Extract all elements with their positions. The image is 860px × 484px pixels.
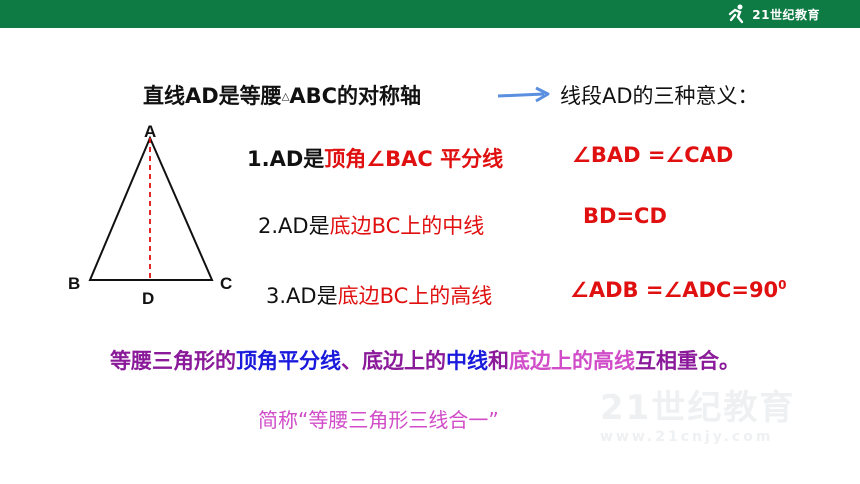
conclusion-s6: 底边上的高线 [509, 349, 635, 373]
title-part2: ABC的对称轴 [289, 84, 422, 108]
title-statement: 直线AD是等腰△ABC的对称轴 [143, 80, 421, 110]
triangle-figure: A B C D [68, 122, 232, 308]
meaning-item-3: 3.AD是底边BC上的高线 [266, 280, 492, 310]
item-3-prefix: 3.AD是 [266, 284, 338, 308]
title-part1: 直线AD是等腰 [143, 84, 282, 108]
runner-icon [729, 4, 744, 24]
item-3-result-text: ∠ADB =∠ADC=90 [570, 278, 779, 302]
item-3-result-degree: 0 [778, 278, 787, 292]
item-1-prefix: 1.AD是 [247, 147, 325, 171]
watermark-brand: 21世纪教育 [600, 388, 796, 428]
triangle-abc [88, 135, 214, 281]
arrow-icon [497, 86, 550, 103]
vertex-label-b: B [68, 274, 80, 293]
item-1-result: ∠BAD =∠CAD [572, 143, 734, 167]
item-1-highlight: 顶角∠BAC 平分线 [324, 147, 504, 171]
vertex-label-c: C [220, 274, 232, 293]
conclusion-s7: 互相重合。 [635, 349, 740, 373]
item-2-highlight: 底边BC上的中线 [329, 214, 485, 238]
header-bar: 21世纪教育 [0, 0, 860, 28]
watermark-url: www.21cnjy.com [600, 429, 774, 445]
conclusion-s4: 中线 [446, 349, 488, 373]
item-3-highlight: 底边BC上的高线 [337, 284, 493, 308]
conclusion-s2: 顶角平分线 [236, 349, 341, 373]
item-2-result: BD=CD [583, 204, 667, 228]
vertex-label-a: A [144, 122, 156, 141]
triangle-symbol: △ [281, 91, 290, 103]
point-label-d: D [142, 289, 154, 308]
item-3-result: ∠ADB =∠ADC=900 [570, 278, 787, 302]
logo-text: 21世纪教育 [752, 7, 820, 22]
summary-text: 简称“等腰三角形三线合一” [258, 408, 499, 432]
conclusion-s3: 、底边上的 [341, 349, 446, 373]
conclusion-s5: 和 [488, 349, 509, 373]
logo: 21世纪教育 [726, 2, 820, 26]
meaning-item-1: 1.AD是顶角∠BAC 平分线 [247, 143, 503, 173]
meaning-item-2: 2.AD是底边BC上的中线 [258, 210, 484, 240]
conclusion-sentence: 等腰三角形的顶角平分线、底边上的中线和底边上的高线互相重合。 [110, 345, 740, 375]
conclusion-s1: 等腰三角形的 [110, 349, 236, 373]
item-2-prefix: 2.AD是 [258, 214, 330, 238]
meaning-label: 线段AD的三种意义： [560, 84, 759, 108]
watermark: 21世纪教育 www.21cnjy.com [600, 380, 820, 450]
